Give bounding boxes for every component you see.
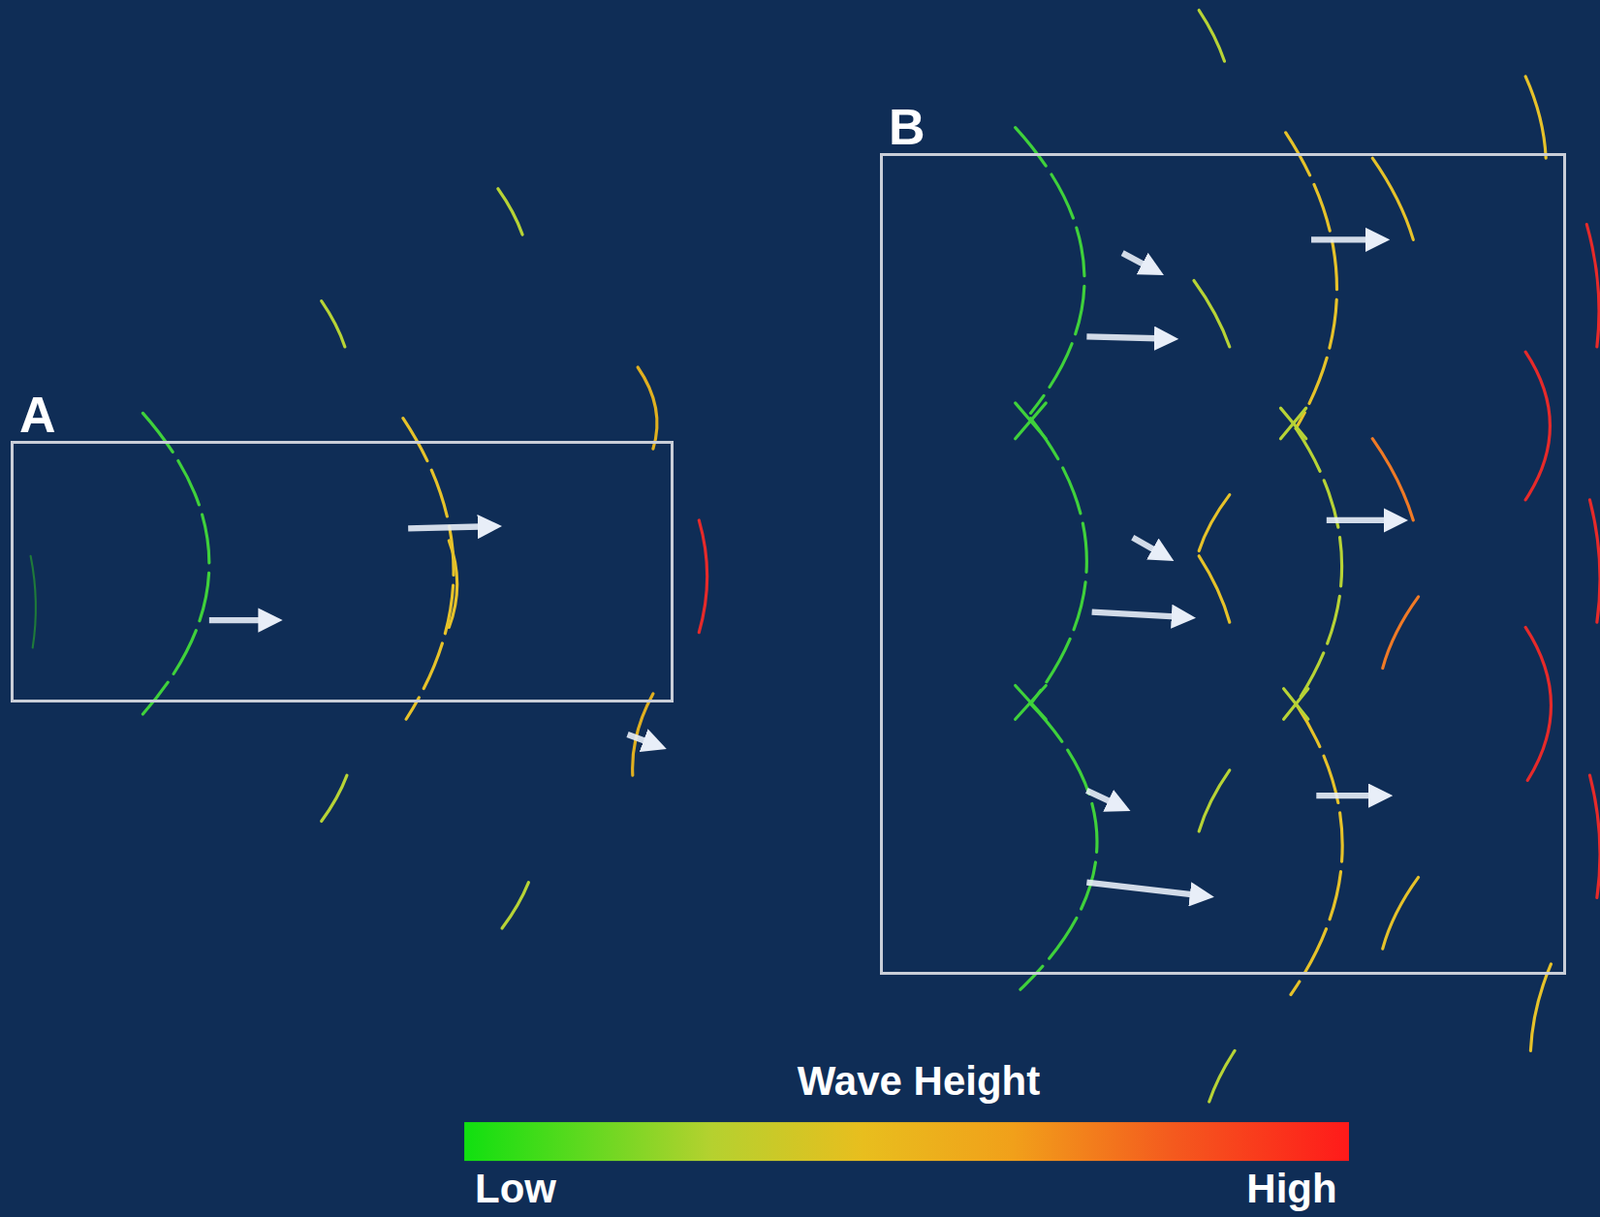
scale-title: Wave Height (797, 1061, 1040, 1102)
wave-crest (501, 882, 529, 929)
wave-crest (1030, 418, 1087, 705)
wave-crest (1525, 76, 1546, 158)
wave-direction-arrow (1122, 252, 1154, 270)
region-label: A (19, 389, 57, 440)
wave-crest (1295, 428, 1342, 704)
wave-direction-arrow (209, 617, 271, 624)
wave-crest (498, 188, 523, 235)
wave-crest (1193, 281, 1230, 347)
wave-direction-arrow (1316, 792, 1381, 799)
wave-direction-arrow (1326, 517, 1397, 524)
wave-direction-arrow (1311, 236, 1378, 243)
wave-crest (1525, 351, 1550, 501)
wave-direction-arrow (627, 734, 656, 746)
wave-crest (448, 540, 457, 628)
scale-end-label: Low (474, 1168, 557, 1210)
wave-crest (1198, 556, 1230, 623)
wave-crest (1382, 596, 1419, 669)
wave-direction-arrow (1092, 612, 1185, 618)
region-box: A (10, 440, 674, 703)
wave-crest (321, 775, 347, 821)
wave-crest (1198, 10, 1224, 63)
wave-crest (1372, 157, 1413, 240)
wave-crest (1586, 224, 1600, 347)
wave-crest (1015, 403, 1047, 440)
wave-crest (142, 412, 209, 715)
wave-crest (1015, 685, 1047, 720)
wave-crest (1589, 775, 1600, 898)
wave-crest (31, 556, 36, 649)
wave-crest (321, 301, 346, 347)
wave-direction-arrow (407, 526, 490, 529)
wave-height-scale (464, 1122, 1350, 1161)
wave-crest (403, 418, 454, 721)
wave-crest (1589, 500, 1600, 623)
wave-crest (1286, 132, 1338, 429)
wave-crest (1015, 127, 1085, 414)
wave-crest (637, 367, 658, 449)
wave-crest (1284, 689, 1309, 721)
wave-crest (1020, 703, 1098, 990)
wave-crest (1198, 770, 1230, 832)
wave-direction-arrow (1086, 336, 1166, 339)
region-box: B (879, 153, 1567, 975)
wave-crest (1015, 403, 1047, 440)
wave-crest (1290, 703, 1343, 995)
wave-crest (698, 520, 707, 633)
region-label: B (888, 101, 926, 153)
wave-direction-arrow (1086, 790, 1120, 807)
wave-crest (1015, 685, 1047, 720)
wave-crest (1284, 689, 1309, 721)
scale-end-label: High (1246, 1168, 1337, 1210)
wave-crest (1280, 407, 1306, 440)
wave-crest (1198, 495, 1230, 552)
wave-crest (1525, 627, 1551, 781)
wave-direction-arrow (1086, 882, 1202, 897)
wave-crest (1530, 964, 1551, 1051)
wave-direction-arrow (1132, 537, 1164, 556)
wave-crest (1372, 439, 1413, 521)
wave-crest (1209, 1050, 1235, 1102)
wave-crest (1280, 407, 1306, 440)
wave-crest (1382, 877, 1419, 949)
